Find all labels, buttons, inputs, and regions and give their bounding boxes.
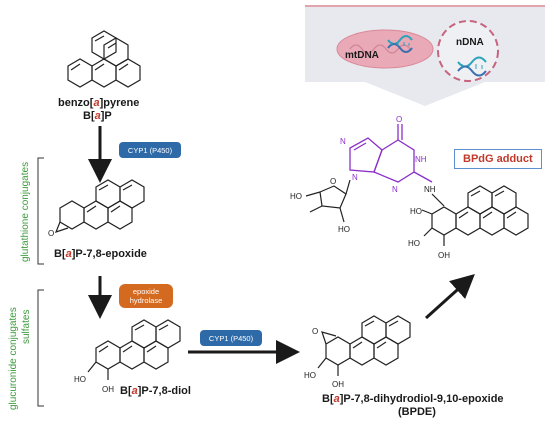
bpde-label: B[a]P-7,8-dihydrodiol-9,10-epoxide (322, 393, 504, 405)
dna-target-panel (305, 5, 545, 106)
sugar-ring-o: O (330, 177, 336, 186)
guanine-o: O (396, 115, 402, 124)
epoxide-oxygen: O (48, 229, 54, 238)
bap-name-label: benzo[a]pyrene (58, 97, 140, 109)
diol-ho-label: HO (74, 375, 86, 384)
diol-oh-label: OH (102, 385, 114, 394)
adduct-nh-link: NH (424, 185, 436, 194)
mitochondrion-icon (336, 29, 434, 69)
bpde-oh-label: OH (332, 380, 344, 389)
bpde-ho-label: HO (304, 371, 316, 380)
deoxyribose-structure (305, 179, 351, 223)
mtdna-label: mtDNA (345, 50, 379, 61)
guanine-atoms: O NH N N N (340, 115, 427, 194)
benzo-a-pyrene-structure (67, 30, 141, 88)
sugar-ho-3: HO (338, 225, 350, 234)
glutathione-conjugates-label: glutathione conjugates (20, 161, 31, 262)
guanine-n7: N (340, 137, 346, 146)
bap-epoxide-label: B[a]P-7,8-epoxide (54, 248, 147, 260)
bpde-structure (317, 315, 411, 376)
glucuronide-conjugates-label: glucuronide conjugates (8, 307, 19, 410)
bap-diol-structure (87, 319, 181, 380)
ndna-label: nDNA (456, 37, 484, 48)
enzyme-epoxide-hydrolase: epoxide hydrolase (119, 284, 173, 308)
adduct-ho-left: HO (408, 239, 420, 248)
enzyme-cyp1-bottom: CYP1 (P450) (200, 330, 262, 346)
bap-abbr-label: B[a]P (83, 110, 112, 122)
arrow-to-adduct (424, 273, 475, 320)
bap-epoxide-structure (54, 179, 145, 233)
sulfates-label: sulfates (21, 309, 32, 344)
guanine-n3: N (392, 185, 398, 194)
dna-helix-icon (387, 35, 413, 53)
bracket-glutathione (37, 157, 44, 265)
bracket-glucuronide (37, 289, 44, 407)
bpde-abbr-label: (BPDE) (398, 406, 436, 418)
adduct-oh-bottom: OH (438, 251, 450, 260)
enzyme-cyp1-top: CYP1 (P450) (119, 142, 181, 158)
guanine-n9: N (352, 173, 358, 182)
sugar-ho-5: HO (290, 192, 302, 201)
adduct-bap-structure (421, 185, 529, 246)
nucleus-icon (437, 20, 499, 82)
guanine-nh: NH (415, 155, 427, 164)
bap-diol-label: B[a]P-7,8-diol (120, 385, 191, 397)
dna-helix-icon (457, 56, 487, 77)
adduct-ho-top: HO (410, 207, 422, 216)
guanine-structure (349, 124, 433, 183)
bpdg-adduct-label: BPdG adduct (454, 149, 542, 169)
bpde-epoxide-oxygen: O (312, 327, 318, 336)
